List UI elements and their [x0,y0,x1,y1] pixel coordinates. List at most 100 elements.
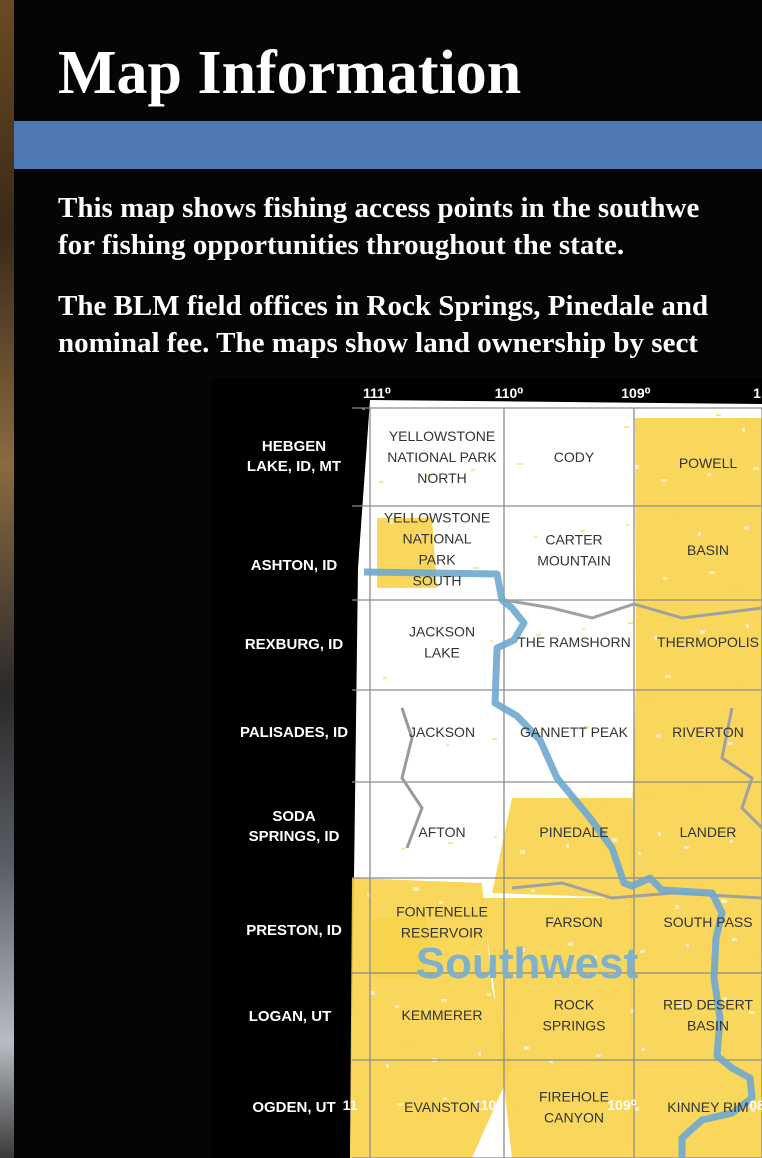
land-speckle [506,424,509,427]
land-speckle [647,793,651,795]
land-speckle [473,567,479,569]
land-speckle [446,744,449,746]
land-speckle [654,636,657,640]
land-speckle [406,1044,409,1046]
longitude-label-bottom: 109⁰ [607,1097,637,1113]
land-speckle [665,675,671,678]
land-speckle [753,467,759,470]
quadrangle-label: AFTON [418,824,465,840]
blm-line-1: The BLM field offices in Rock Springs, P… [58,290,709,322]
land-speckle [527,693,531,696]
land-speckle [399,461,403,464]
land-speckle [395,1005,399,1008]
land-speckle [497,483,503,487]
intro-line-1: This map shows fishing access points in … [58,192,700,224]
quadrangle-label: BASIN [687,542,729,558]
county-boundary [503,598,762,620]
land-speckle [716,414,721,416]
land-speckle [670,420,673,422]
land-speckle [420,730,425,733]
land-speckle [742,428,745,432]
quadrangle-label: FARSON [545,914,603,930]
land-speckle [550,1060,553,1063]
land-speckle [557,903,563,905]
land-speckle [760,1050,762,1052]
longitude-label-bottom: 11 [343,1097,358,1113]
land-speckle [416,534,421,537]
land-speckle [480,410,485,414]
land-speckle [469,1111,475,1113]
quadrangle-label: JACKSON [409,724,475,740]
longitude-label-top: 111⁰ [363,385,391,401]
county-boundary [400,707,424,849]
land-speckle [413,887,419,891]
land-speckle [369,991,375,995]
land-speckle [758,952,761,954]
land-speckle [390,520,393,524]
land-speckle [582,628,585,630]
land-speckle [587,1113,591,1117]
land-speckle [730,840,733,843]
land-speckle [510,620,513,623]
land-speckle [638,852,641,855]
land-speckle [598,412,601,415]
land-speckle [621,779,627,782]
land-speckle [534,536,537,538]
quadrangle-label: EVANSTON [404,1099,480,1115]
southwest-region-boundary [363,568,756,1158]
land-speckle [633,1107,639,1111]
land-speckle [425,475,431,477]
land-speckle [409,691,415,695]
blm-line-2: nominal fee. The maps show land ownershi… [58,327,698,359]
land-speckle [594,956,597,959]
land-speckle [698,532,701,536]
header-band [14,121,762,169]
land-speckle [522,948,525,952]
land-speckle [573,687,579,690]
land-speckle [543,477,547,481]
region-label-southwest: Southwest [416,939,639,988]
land-speckle [559,1001,563,1003]
land-speckle [490,640,493,642]
land-speckle [668,1062,673,1064]
land-speckle [448,842,453,844]
land-speckle [640,950,645,953]
land-speckle [663,577,667,580]
land-speckle [564,746,569,750]
land-speckle [624,426,629,428]
quadrangle-label: LANDER [680,824,737,840]
quadrangle-label: THE RAMSHORN [517,634,631,650]
land-speckle [552,418,557,421]
longitude-label-top: 109⁰ [621,385,651,401]
land-speckle [617,583,623,586]
land-speckle [612,838,617,842]
land-speckle [580,530,585,532]
land-speckle [418,632,421,635]
blm-paragraph: The BLM field offices in Rock Springs, P… [58,288,708,362]
land-speckle [635,465,639,469]
longitude-label-bottom: 08 [749,1097,762,1113]
intro-paragraph: This map shows fishing access points in … [58,190,699,264]
land-speckle [721,899,727,903]
land-speckle [379,481,383,483]
land-speckle [517,463,523,465]
quadrangle-label: RIVERTON [672,724,744,740]
quadrangle-label: KEMMERER [402,1007,483,1023]
land-speckle [649,891,655,893]
land-speckle [709,571,715,574]
quadrangle-label: GANNETT PEAK [520,724,629,740]
land-speckle [605,995,611,997]
land-speckle [492,738,497,740]
land-speckle [478,1052,481,1056]
public-land-area [372,918,427,978]
land-speckle [386,1064,389,1068]
land-speckle [677,1003,683,1007]
land-speckle [381,579,387,581]
